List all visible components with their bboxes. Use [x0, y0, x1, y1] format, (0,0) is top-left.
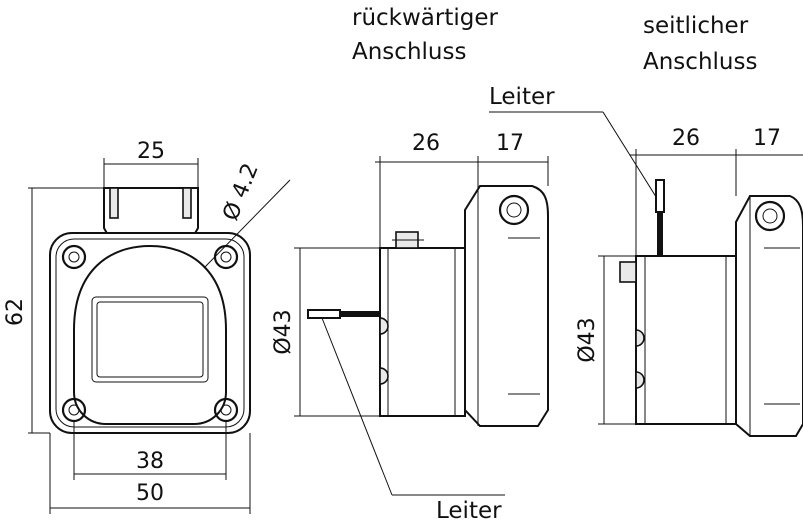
side-label-line1: seitlicher	[643, 13, 749, 39]
rear-label-line2: Anschluss	[352, 39, 466, 65]
side-body	[635, 255, 737, 425]
side-connection-view: seitlicher Anschluss Leiter 26 17	[489, 13, 803, 437]
dim-62: 62	[3, 298, 28, 326]
dim-hole-diameter: Ø 4.2	[218, 160, 263, 224]
rear-label-line1: rückwärtiger	[352, 5, 499, 31]
front-view: 25 Ø 4.2 62 38 50	[3, 139, 291, 514]
lid-hinge-right	[182, 187, 192, 219]
rear-dim-diameter: Ø43	[271, 309, 296, 354]
side-dim-diameter: Ø43	[575, 317, 600, 362]
side-dim-17: 17	[753, 126, 781, 151]
lid-hinge-left	[109, 187, 119, 219]
socket-ring	[73, 244, 227, 425]
rear-body	[379, 247, 466, 417]
rear-conductor	[307, 309, 341, 319]
side-dim-26: 26	[672, 126, 700, 151]
side-screw	[619, 261, 637, 283]
dim-25: 25	[137, 139, 165, 164]
side-flange	[735, 195, 803, 437]
side-flange-hole	[754, 200, 786, 232]
rear-connection-view: rückwärtiger Anschluss Leiter 26 17	[271, 5, 549, 524]
socket-window-inner	[96, 301, 204, 378]
rear-flange-hole	[498, 194, 530, 226]
dim-50: 50	[136, 481, 164, 506]
conductor-label-bottom: Leiter	[436, 498, 502, 524]
dim-38: 38	[136, 449, 164, 474]
front-flange-inner	[55, 238, 245, 428]
conductor-label-top: Leiter	[489, 84, 555, 110]
rear-dim-26: 26	[412, 131, 440, 156]
socket-window-outer	[91, 296, 209, 383]
side-conductor	[655, 179, 665, 213]
side-label-line2: Anschluss	[643, 49, 757, 75]
rear-dim-17: 17	[496, 131, 524, 156]
rear-flange	[464, 185, 549, 427]
